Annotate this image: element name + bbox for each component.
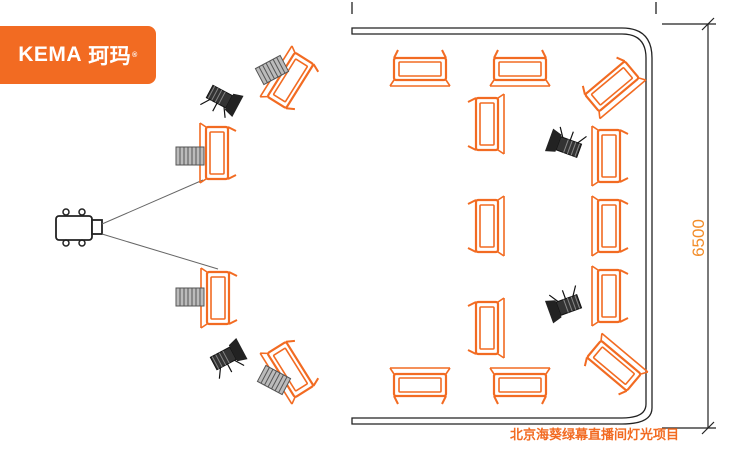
mid-panel-light-2	[466, 194, 506, 258]
left-fins-top	[175, 146, 205, 166]
camera-view-line-bottom	[101, 233, 219, 270]
top-panel-light-2	[488, 48, 552, 88]
upper-left-fresnel-spot	[199, 79, 245, 122]
logo-brand: KEMA	[18, 43, 83, 66]
right-fresnel-spot-bottom	[543, 284, 586, 325]
kema-logo: KEMA 珂玛 ®	[0, 26, 156, 84]
camera-icon	[55, 208, 103, 247]
bottom-panel-light-2	[488, 366, 552, 406]
camera-view-line-top	[101, 179, 204, 225]
left-panel-light-top	[198, 121, 238, 185]
top-panel-light-1	[388, 48, 452, 88]
right-panel-light-2	[590, 194, 630, 258]
mid-panel-light-1	[466, 92, 506, 156]
left-panel-light-bottom	[199, 266, 239, 330]
dimension-line	[662, 17, 716, 435]
mid-panel-light-3	[466, 296, 506, 360]
lower-left-fresnel-spot	[205, 337, 251, 380]
studio-wall	[351, 27, 653, 425]
top-right-panel-light	[575, 51, 647, 120]
left-fins-bottom	[175, 287, 205, 307]
caption: 北京海葵绿幕直播间灯光项目	[510, 428, 680, 443]
logo-brand-cn: 珂玛	[88, 45, 132, 68]
dimension-label: 6500	[688, 219, 708, 257]
bottom-right-panel-light	[577, 332, 649, 401]
logo-registered: ®	[132, 51, 138, 59]
right-panel-light-1	[590, 124, 630, 188]
right-fresnel-spot-top	[544, 124, 588, 164]
bottom-panel-light-1	[388, 366, 452, 406]
right-panel-light-3	[590, 264, 630, 328]
lower-left-fins	[256, 364, 292, 396]
